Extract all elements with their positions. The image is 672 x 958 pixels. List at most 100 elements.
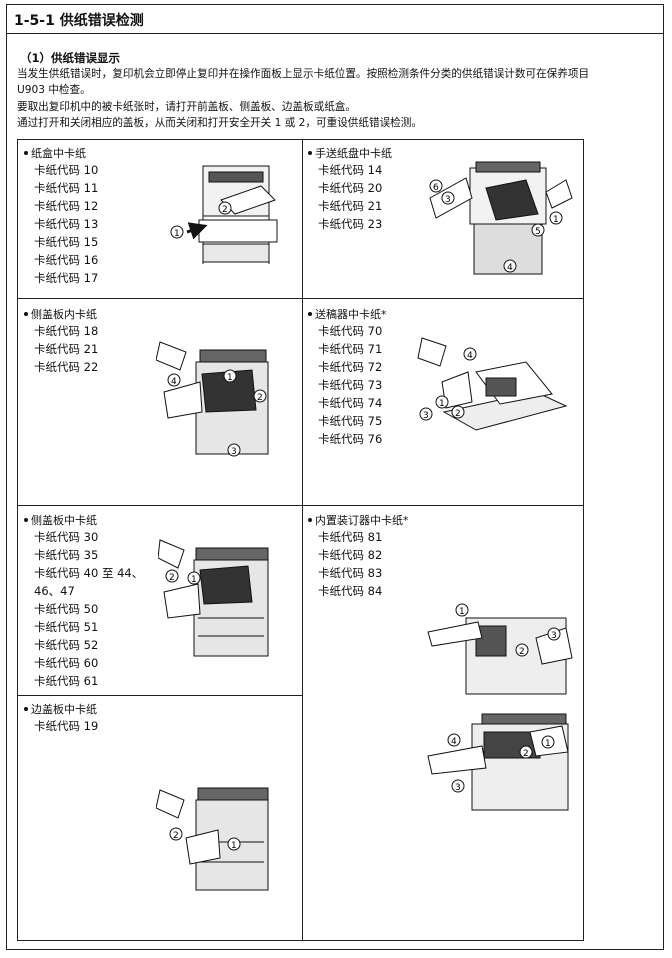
jam-code: 卡纸代码 52: [34, 638, 99, 652]
step-number: 4: [467, 351, 473, 361]
step-number: 1: [439, 399, 445, 409]
jam-code-list: 卡纸代码 10 卡纸代码 11 卡纸代码 12 卡纸代码 13 卡纸代码 15 …: [34, 161, 98, 287]
jam-code: 卡纸代码 15: [34, 235, 99, 249]
step-number: 1: [459, 607, 465, 617]
intro-text: 当发生供纸错误时，复印机会立即停止复印并在操作面板上显示卡纸位置。按照检测条件分…: [17, 66, 663, 132]
side-cover-inner-jam-illustration: 1 4 2 3: [156, 341, 269, 457]
jam-code: 卡纸代码 16: [34, 253, 99, 267]
bypass-tray-jam-illustration: 6 3 1 5 4: [429, 161, 573, 275]
jam-code: 卡纸代码 61: [34, 674, 99, 688]
jam-code: 卡纸代码 35: [34, 548, 99, 562]
subsection-title: （1）供纸错误显示: [20, 51, 121, 65]
cell-title-document-feeder-jam: 送稿器中卡纸*: [308, 306, 387, 322]
step-number: 5: [535, 227, 541, 237]
internal-finisher-jam-illustration-top: 1 2 3: [427, 603, 573, 695]
jam-code: 卡纸代码 73: [318, 378, 383, 392]
jam-code: 卡纸代码 72: [318, 360, 383, 374]
bullet: [24, 707, 28, 711]
jam-code: 卡纸代码 75: [318, 414, 383, 428]
step-number: 3: [423, 411, 429, 421]
edge-cover-jam-illustration: 2 1: [156, 787, 269, 891]
jam-code: 卡纸代码 14: [318, 163, 383, 177]
step-number: 1: [231, 841, 237, 851]
page-frame: [6, 4, 664, 950]
bullet: [308, 518, 312, 522]
step-number: 2: [455, 409, 461, 419]
jam-location-table: [17, 139, 584, 941]
jam-code: 卡纸代码 17: [34, 271, 99, 285]
step-number: 3: [455, 783, 461, 793]
jam-code-list: 卡纸代码 30 卡纸代码 35 卡纸代码 40 至 44、 46、47 卡纸代码…: [34, 528, 143, 690]
intro-line: 当发生供纸错误时，复印机会立即停止复印并在操作面板上显示卡纸位置。按照检测条件分…: [17, 68, 590, 80]
cassette-jam-illustration: 2 1: [170, 165, 278, 264]
intro-line: 通过打开和关闭相应的盖板，从而关闭和打开安全开关 1 或 2，可重设供纸错误检测…: [17, 117, 422, 130]
step-number: 3: [231, 447, 237, 457]
jam-code: 卡纸代码 21: [34, 342, 99, 356]
jam-code-list: 卡纸代码 70 卡纸代码 71 卡纸代码 72 卡纸代码 73 卡纸代码 74 …: [318, 322, 382, 448]
step-number: 2: [257, 393, 263, 403]
bullet: [24, 151, 28, 155]
jam-code: 卡纸代码 70: [318, 324, 383, 338]
cell-title-edge-cover-jam: 边盖板中卡纸: [24, 701, 97, 717]
internal-finisher-jam-illustration-bottom: 4 3 2 1: [427, 713, 569, 811]
step-number: 1: [545, 739, 551, 749]
table-row-divider: [17, 505, 584, 506]
jam-code: 卡纸代码 23: [318, 217, 383, 231]
step-number: 2: [169, 573, 175, 583]
jam-code: 卡纸代码 10: [34, 163, 99, 177]
jam-code: 卡纸代码 84: [318, 584, 383, 598]
jam-code: 卡纸代码 83: [318, 566, 383, 580]
cell-title-bypass-tray-jam: 手送纸盘中卡纸: [308, 145, 392, 161]
jam-code: 卡纸代码 82: [318, 548, 383, 562]
step-number: 3: [445, 195, 451, 205]
jam-code: 卡纸代码 20: [318, 181, 383, 195]
jam-code: 卡纸代码 13: [34, 217, 99, 231]
step-number: 2: [519, 647, 525, 657]
step-number: 3: [551, 631, 557, 641]
intro-line: 要取出复印机中的被卡纸张时，请打开前盖板、侧盖板、边盖板或纸盒。: [17, 100, 356, 113]
bullet: [24, 518, 28, 522]
table-column-divider: [302, 139, 303, 941]
jam-code: 卡纸代码 18: [34, 324, 99, 338]
table-row-divider: [17, 695, 302, 696]
step-number: 6: [433, 183, 439, 193]
jam-code: 卡纸代码 40 至 44、: [34, 566, 144, 580]
jam-code-list: 卡纸代码 19: [34, 717, 98, 735]
document-feeder-jam-illustration: 4 1 2 3: [417, 337, 568, 431]
step-number: 1: [174, 229, 180, 239]
jam-code: 卡纸代码 30: [34, 530, 99, 544]
jam-code: 卡纸代码 19: [34, 719, 99, 733]
step-number: 4: [507, 263, 513, 273]
step-number: 1: [227, 373, 233, 383]
step-number: 1: [191, 575, 197, 585]
step-number: 1: [553, 215, 559, 225]
jam-code-list: 卡纸代码 18 卡纸代码 21 卡纸代码 22: [34, 322, 98, 376]
jam-code-list: 卡纸代码 81 卡纸代码 82 卡纸代码 83 卡纸代码 84: [318, 528, 382, 600]
jam-code: 卡纸代码 60: [34, 656, 99, 670]
side-cover-jam-illustration: 2 1: [158, 539, 269, 657]
cell-title-side-cover-inner-jam: 侧盖板内卡纸: [24, 306, 97, 322]
jam-code: 卡纸代码 22: [34, 360, 99, 374]
jam-code: 46、47: [34, 584, 75, 598]
step-number: 4: [451, 737, 457, 747]
bullet: [308, 151, 312, 155]
cell-title-internal-finisher-jam: 内置装订器中卡纸*: [308, 512, 409, 528]
bullet: [308, 312, 312, 316]
step-number: 2: [173, 831, 179, 841]
intro-line: U903 中检查。: [17, 84, 91, 97]
jam-code: 卡纸代码 81: [318, 530, 383, 544]
jam-code: 卡纸代码 71: [318, 342, 383, 356]
section-title: 1-5-1 供纸错误检测: [14, 13, 144, 29]
step-number: 2: [222, 205, 228, 215]
step-number: 4: [171, 377, 177, 387]
step-number: 2: [523, 749, 529, 759]
jam-code: 卡纸代码 76: [318, 432, 383, 446]
jam-code: 卡纸代码 12: [34, 199, 99, 213]
table-row-divider: [17, 298, 584, 299]
jam-code: 卡纸代码 50: [34, 602, 99, 616]
cell-title-cassette-jam: 纸盒中卡纸: [24, 145, 86, 161]
jam-code: 卡纸代码 51: [34, 620, 99, 634]
jam-code-list: 卡纸代码 14 卡纸代码 20 卡纸代码 21 卡纸代码 23: [318, 161, 382, 233]
jam-code: 卡纸代码 74: [318, 396, 383, 410]
bullet: [24, 312, 28, 316]
